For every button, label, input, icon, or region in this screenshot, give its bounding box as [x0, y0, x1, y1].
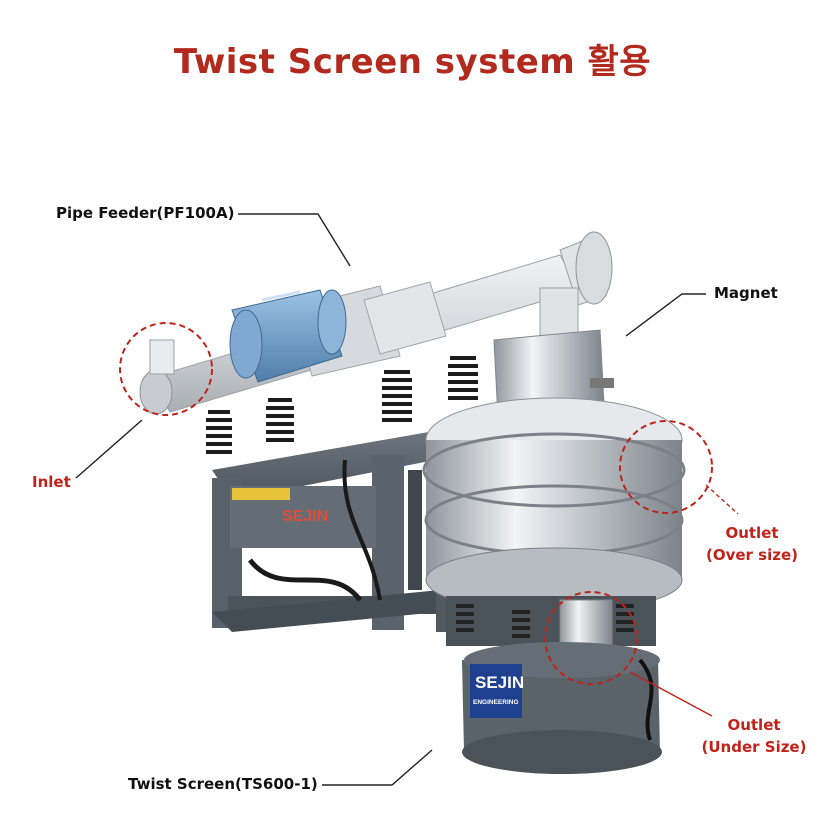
outlet-over-label-line2: (Over size)	[705, 546, 798, 564]
outlet-under-label-line1: Outlet	[727, 716, 781, 734]
outlet-over-label-line1: Outlet	[725, 524, 779, 542]
magnet-leader	[625, 293, 706, 337]
outlet-under-label-line2: (Under Size)	[701, 738, 807, 756]
feeder-springs	[206, 356, 478, 454]
pipe-feeder-leader	[238, 213, 351, 267]
base-sub-text: ENGINEERING	[473, 699, 519, 706]
twist-screen-label: Twist Screen(TS600-1)	[128, 775, 318, 793]
outlet-over-label: Outlet (Over size)	[700, 522, 804, 566]
twist-screen-leader	[322, 749, 433, 786]
magnet-housing	[493, 287, 614, 419]
outlet-over-highlight-circle	[619, 420, 713, 514]
support-frame: SEJIN	[212, 430, 460, 632]
outlet-under-leader	[629, 671, 713, 717]
base-brand-text: SEJIN	[475, 673, 524, 692]
brand-plate	[470, 664, 522, 718]
outlet-under-label: Outlet (Under Size)	[700, 714, 808, 758]
page-title: Twist Screen system 활용	[173, 42, 652, 82]
warning-sticker	[232, 488, 290, 500]
twist-screen: SEJIN ENGINEERING	[422, 397, 686, 774]
inlet-highlight-circle	[119, 322, 213, 416]
frame-brand-text: SEJIN	[282, 508, 328, 525]
magnet-label: Magnet	[714, 284, 778, 302]
inlet-label: Inlet	[32, 473, 71, 491]
vibratory-motor	[229, 289, 347, 383]
outlet-over-leader	[705, 484, 739, 515]
outlet-under-highlight-circle	[544, 591, 638, 685]
pipe-feeder-label: Pipe Feeder(PF100A)	[56, 204, 235, 222]
inlet-leader	[75, 419, 143, 479]
